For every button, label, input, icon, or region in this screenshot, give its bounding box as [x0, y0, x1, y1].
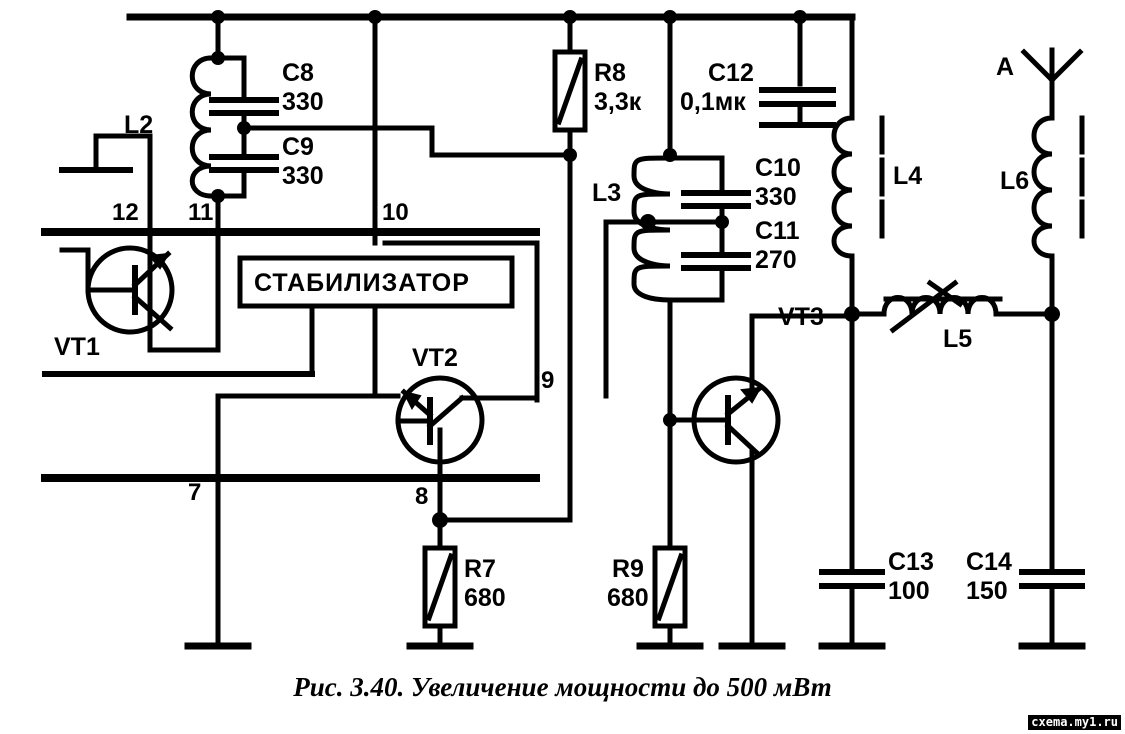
label-VT1: VT1	[54, 333, 100, 361]
junction-dots-L2	[211, 51, 251, 203]
pin-label-10: 10	[382, 199, 409, 226]
value-C14: 150	[966, 577, 1008, 605]
stabilizer-label: СТАБИЛИЗАТОР	[254, 269, 470, 297]
value-C12: 0,1мк	[680, 88, 746, 116]
pin-label-11: 11	[188, 199, 214, 226]
label-R9: R9	[612, 555, 644, 583]
inductor-L4	[831, 115, 855, 259]
value-C13: 100	[888, 577, 930, 605]
label-C8: C8	[282, 59, 314, 87]
junction-dot-pin8	[432, 512, 448, 528]
label-R8: R8	[594, 59, 626, 87]
antenna-icon	[1020, 47, 1084, 84]
inductor-L2	[189, 55, 214, 199]
capacitor-C8	[209, 97, 279, 116]
label-L3: L3	[592, 179, 622, 207]
label-L6: L6	[1000, 167, 1030, 195]
adjust-arrow-L5	[883, 279, 1003, 334]
inductor-L3	[631, 155, 673, 303]
transistor-VT2-emitter	[400, 388, 434, 419]
transistor-VT3-emitter	[724, 384, 764, 418]
transistor-VT2-collector-lead	[426, 394, 466, 430]
value-C10: 330	[755, 183, 797, 211]
pin-label-9: 9	[541, 367, 555, 394]
capacitor-C9	[209, 154, 279, 173]
label-C9: C9	[282, 133, 314, 161]
resistor-R9-slash	[655, 552, 685, 622]
pin-label-8: 8	[415, 483, 429, 510]
pin-label-12: 12	[112, 199, 139, 226]
inductor-L6	[1031, 115, 1055, 259]
resistor-R8-slash	[555, 56, 585, 126]
label-VT3: VT3	[778, 303, 824, 331]
capacitor-C11	[681, 252, 751, 271]
label-C10: C10	[755, 154, 801, 182]
label-C12: C12	[708, 59, 754, 87]
transistor-VT3-collector-lead	[724, 422, 760, 456]
junction-dot-L3-tap	[640, 214, 656, 230]
value-R8: 3,3к	[594, 88, 642, 116]
watermark: cxema.my1.ru	[1028, 714, 1121, 730]
junction-dot-R8-tap	[563, 148, 577, 162]
figure-caption: Рис. 3.40. Увеличение мощности до 500 мВ…	[0, 672, 1125, 703]
value-C8: 330	[282, 88, 324, 116]
label-L5: L5	[943, 325, 973, 353]
antenna-label: A	[996, 53, 1015, 81]
label-C13: C13	[888, 548, 934, 576]
label-L4: L4	[893, 162, 923, 190]
value-C11: 270	[755, 246, 797, 274]
label-C11: C11	[755, 217, 800, 245]
label-C14: C14	[966, 548, 1012, 576]
value-R7: 680	[464, 584, 506, 612]
label-L2: L2	[124, 111, 154, 139]
resistor-R7-slash	[425, 552, 455, 622]
value-R9: 680	[607, 584, 649, 612]
label-R7: R7	[464, 555, 496, 583]
capacitor-C10	[681, 190, 751, 209]
label-VT2: VT2	[412, 344, 458, 372]
figure-number: Рис. 3.40.	[293, 672, 405, 702]
pin-label-7: 7	[188, 479, 202, 506]
figure-caption-text: Увеличение мощности до 500 мВт	[404, 672, 832, 702]
value-C9: 330	[282, 162, 324, 190]
junction-dot-C10-C11	[715, 215, 729, 229]
